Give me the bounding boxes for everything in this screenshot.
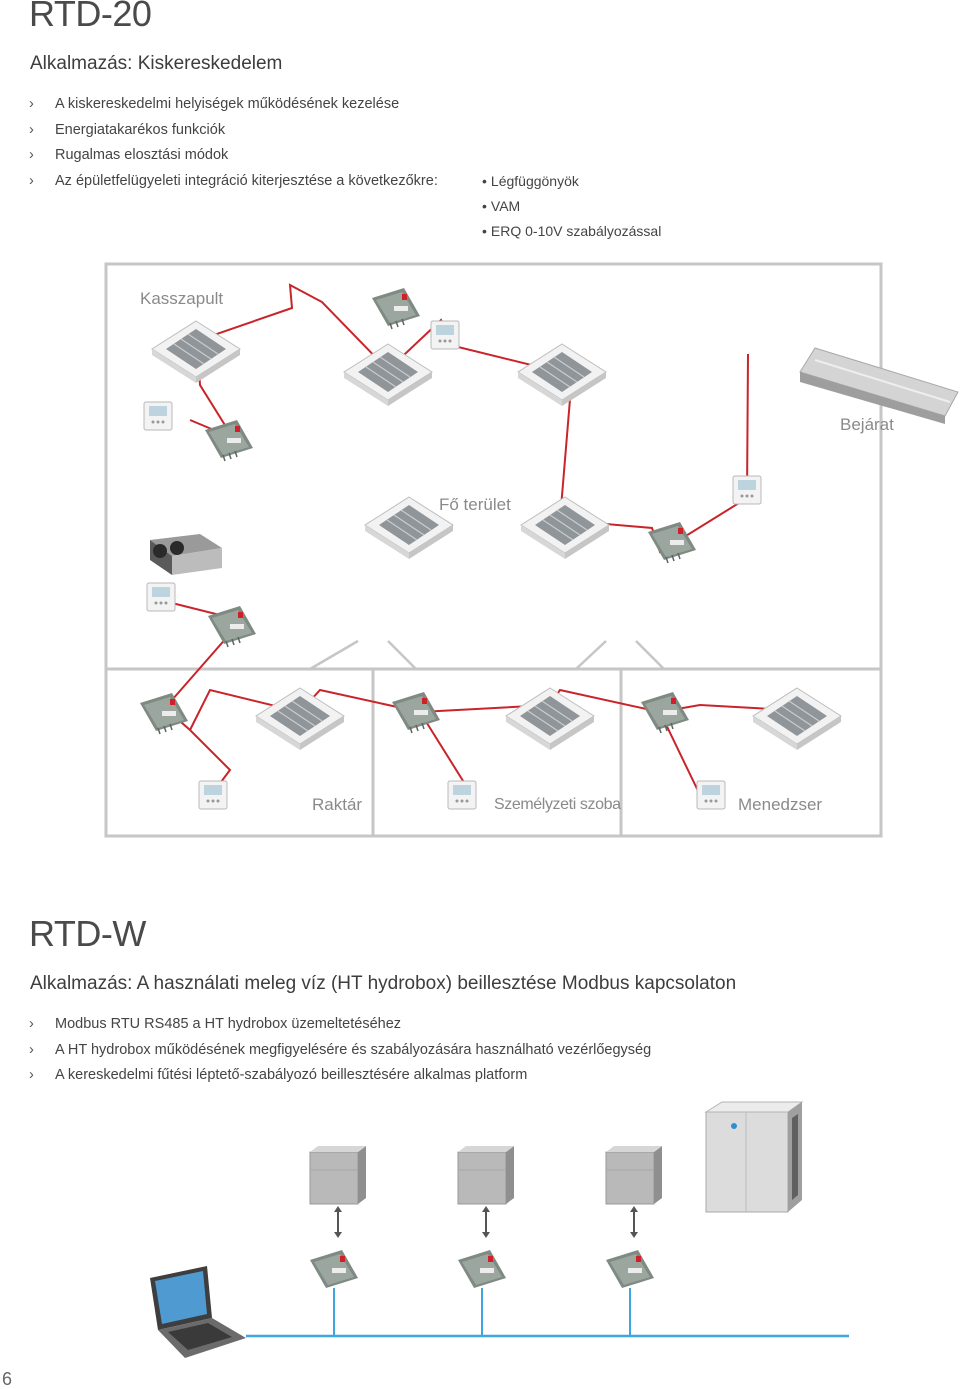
rtd20-title: RTD-20: [29, 0, 152, 34]
zone-label-manager: Menedzser: [738, 795, 823, 814]
air-curtain-icon: [799, 347, 959, 424]
zone-label-staff-room: Személyzeti szoba: [494, 796, 621, 813]
zone-label-main-area: Fő terület: [439, 495, 511, 514]
rtd20-integration-list: Légfüggönyök VAM ERQ 0-10V szabályozássa…: [482, 169, 661, 244]
rtdw-title: RTD-W: [29, 913, 146, 954]
hydrobox-diagram: [150, 1101, 849, 1358]
rtdw-feature: Modbus RTU RS485 a HT hydrobox üzemeltet…: [29, 1012, 749, 1038]
integration-item: ERQ 0-10V szabályozással: [482, 219, 661, 244]
rtd20-subtitle: Alkalmazás: Kiskereskedelem: [30, 53, 283, 74]
rtd20-feature: Rugalmas elosztási módok: [29, 143, 469, 169]
integration-item: VAM: [482, 194, 661, 219]
outdoor-unit-icon: [704, 1101, 804, 1213]
vam-unit-icon: [150, 534, 222, 575]
zone-label-storage: Raktár: [312, 795, 363, 814]
rtdw-feature-list: Modbus RTU RS485 a HT hydrobox üzemeltet…: [29, 1012, 749, 1089]
rtdw-feature: A kereskedelmi fűtési léptető-szabályozó…: [29, 1063, 749, 1089]
rtd20-feature: Energiatakarékos funkciók: [29, 118, 469, 144]
rtd20-feature-list: A kiskereskedelmi helyiségek működésének…: [29, 92, 469, 194]
rtdw-subtitle: Alkalmazás: A használati meleg víz (HT h…: [30, 973, 737, 994]
rtdw-feature: A HT hydrobox működésének megfigyelésére…: [29, 1038, 749, 1064]
page-number: 6: [2, 1369, 13, 1389]
zone-label-entrance: Bejárat: [840, 415, 894, 434]
integration-item: Légfüggönyök: [482, 169, 661, 194]
rtd20-feature: Az épületfelügyeleti integráció kiterjes…: [29, 169, 469, 195]
rtd20-feature: A kiskereskedelmi helyiségek működésének…: [29, 92, 469, 118]
store-floorplan-diagram: [104, 262, 959, 838]
zone-label-cashier: Kasszapult: [140, 289, 224, 308]
laptop-icon: [150, 1266, 246, 1358]
